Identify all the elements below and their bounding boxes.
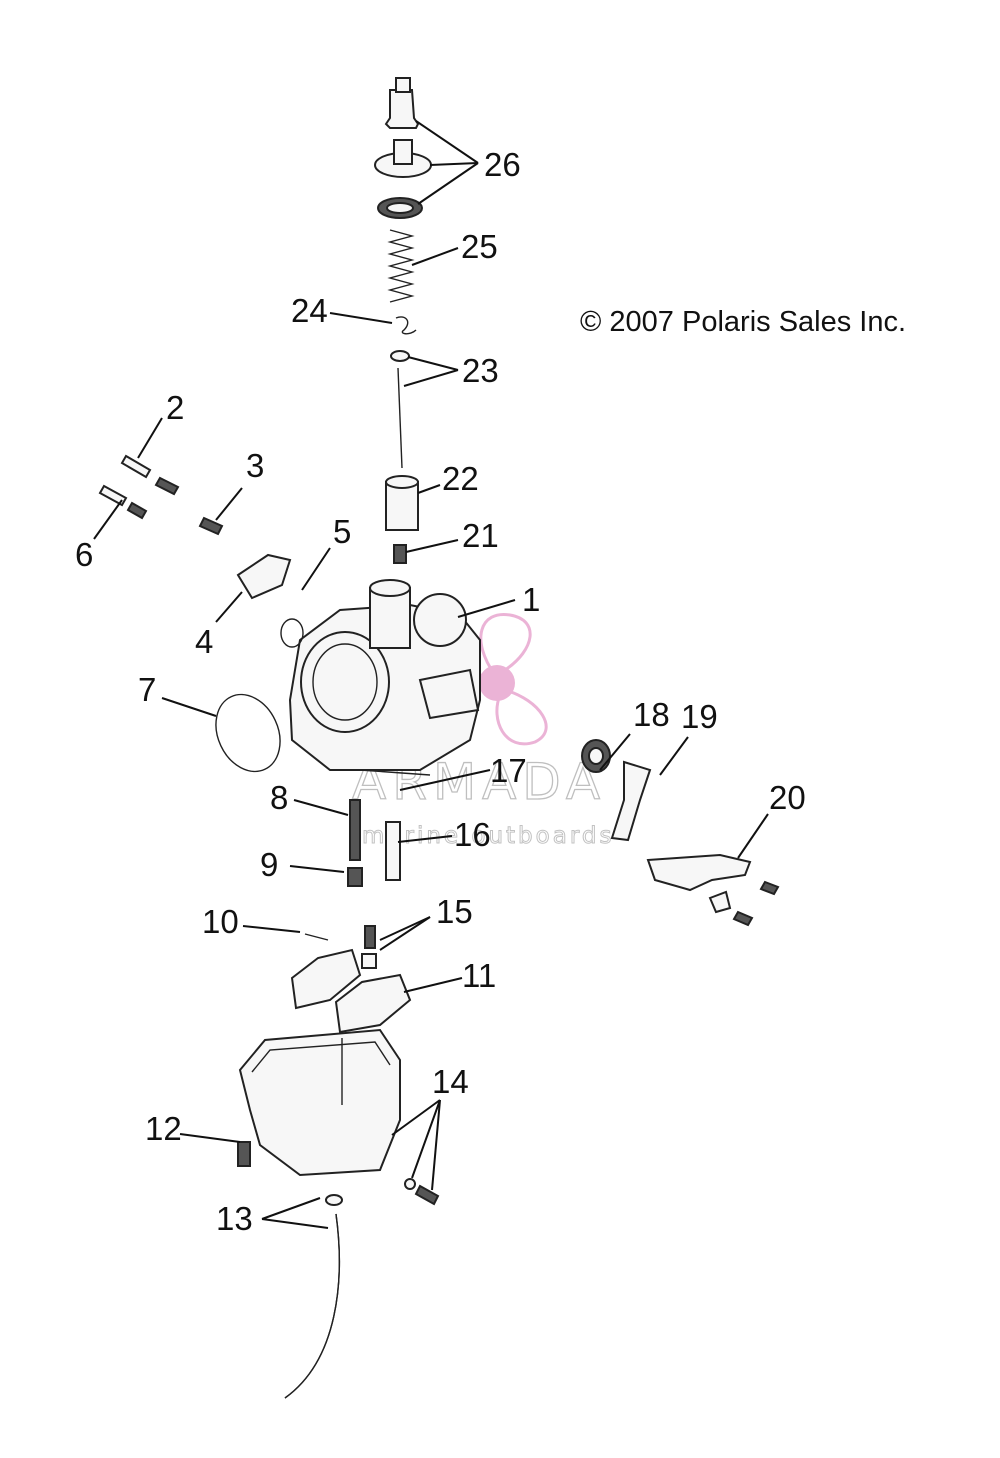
part-22-throttle-slide xyxy=(385,475,419,531)
part-2-screw xyxy=(120,454,180,496)
callout-5: 5 xyxy=(333,513,351,550)
part-18-spring xyxy=(581,739,611,773)
callout-19: 19 xyxy=(681,698,718,735)
callout-16: 16 xyxy=(454,816,491,853)
callout-23: 23 xyxy=(462,352,499,389)
leader-lines xyxy=(93,120,769,1229)
part-14-drain-screw xyxy=(404,1178,440,1206)
callout-labels: 26 25 24 23 22 21 1 2 3 6 5 4 7 8 9 10 1… xyxy=(75,146,806,1237)
part-15-needle-valve xyxy=(361,925,377,969)
part-11-float xyxy=(290,948,412,1034)
part-20-bracket xyxy=(646,853,780,927)
callout-4: 4 xyxy=(195,623,213,660)
callout-2: 2 xyxy=(166,389,184,426)
callout-26: 26 xyxy=(484,146,521,183)
part-16-needle-jet xyxy=(385,821,401,881)
callout-6: 6 xyxy=(75,536,93,573)
part-21-jet xyxy=(393,544,407,564)
part-5-o-ring xyxy=(280,618,304,648)
part-26-cap-assembly xyxy=(374,77,432,219)
part-24-clip xyxy=(395,316,417,335)
callout-10: 10 xyxy=(202,903,239,940)
callout-7: 7 xyxy=(138,671,156,708)
callout-9: 9 xyxy=(260,846,278,883)
callout-8: 8 xyxy=(270,779,288,816)
callout-3: 3 xyxy=(246,447,264,484)
part-10-float-pin xyxy=(304,933,329,941)
callout-21: 21 xyxy=(462,517,499,554)
watermark-tagline: marine outboards xyxy=(362,823,614,849)
part-3-screw xyxy=(198,516,224,536)
part-17-gasket xyxy=(359,769,431,776)
part-19-lever xyxy=(610,760,652,842)
callout-17: 17 xyxy=(490,752,527,789)
callout-1: 1 xyxy=(522,581,540,618)
copyright-text: © 2007 Polaris Sales Inc. xyxy=(580,306,906,338)
part-8-pilot-screw xyxy=(349,799,361,861)
part-7-o-ring xyxy=(215,693,281,773)
callout-14: 14 xyxy=(432,1063,469,1100)
part-23-needle xyxy=(390,350,410,469)
part-4-insulator xyxy=(236,553,292,600)
part-float-bowl xyxy=(238,1028,401,1177)
callout-22: 22 xyxy=(442,460,479,497)
part-13-drain-hose xyxy=(284,1194,343,1399)
part-12-screw xyxy=(237,1141,251,1167)
callout-25: 25 xyxy=(461,228,498,265)
callout-12: 12 xyxy=(145,1110,182,1147)
part-6-screw xyxy=(98,484,148,520)
callout-20: 20 xyxy=(769,779,806,816)
callout-11: 11 xyxy=(462,957,496,994)
callout-15: 15 xyxy=(436,893,473,930)
watermark-logo: ARMADA marine outboards xyxy=(351,612,614,850)
part-9-main-jet xyxy=(347,867,363,887)
part-1-carburetor-body xyxy=(288,579,481,771)
callout-18: 18 xyxy=(633,696,670,733)
callout-24: 24 xyxy=(291,292,328,329)
callout-13: 13 xyxy=(216,1200,253,1237)
part-25-spring xyxy=(387,229,415,303)
